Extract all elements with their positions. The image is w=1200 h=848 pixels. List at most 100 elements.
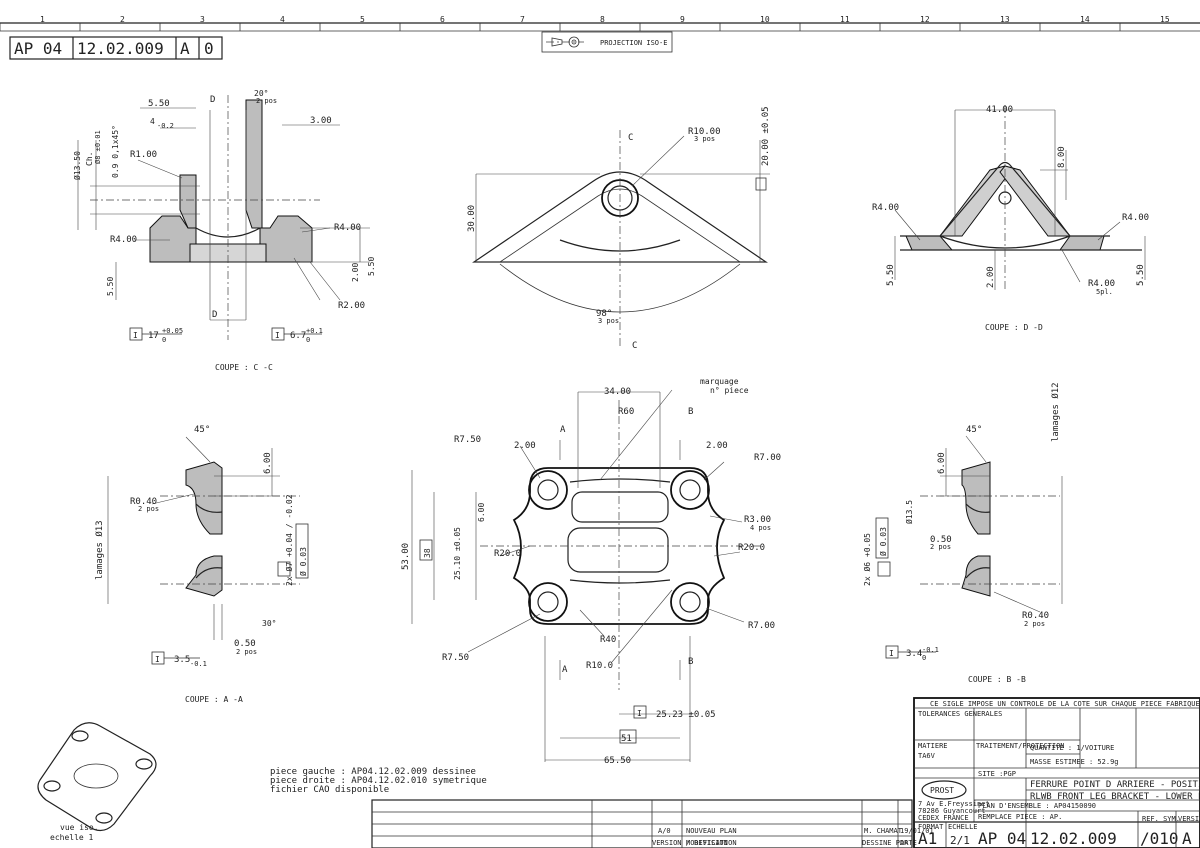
ruler-label: 5 xyxy=(360,15,365,24)
plan-view: 34.00 marquage n° piece R60 R7.50 2.00 2… xyxy=(401,377,781,766)
dim-dd-8: 5.50 xyxy=(1136,264,1146,286)
part-number: 12.02.009 xyxy=(1030,829,1117,848)
drawing-reference-box: AP 04 12.02.009 A 0 xyxy=(9,36,223,60)
dim-plan-10: R3.00 xyxy=(744,515,771,525)
dim-plan-0: 34.00 xyxy=(604,387,631,397)
dim-plan-19: R7.50 xyxy=(442,653,469,663)
dim-cc-16: 20° xyxy=(254,89,268,98)
iso-label-1: vue iso. xyxy=(60,823,99,832)
treatment-label: TRAITEMENT/PROTECTION xyxy=(976,742,1065,750)
dim-aa-4: lamages Ø13 xyxy=(94,520,105,580)
dim-cc-7: R1.00 xyxy=(130,150,157,160)
ruler-label: 3 xyxy=(200,15,205,24)
dim-plan-24: 25.23 ±0.05 xyxy=(656,710,716,720)
dim-aa-5: 2x Ø7 +0.04 / -0.02 xyxy=(284,494,294,586)
note-line-3: fichier CAO disponible xyxy=(270,785,389,795)
ruler-label: 11 xyxy=(840,15,850,24)
dim-bb-0: 45° xyxy=(966,425,982,435)
dim-dd-4: R4.00 xyxy=(1088,279,1115,289)
section-view-dd: 41.00 8.00 R4.00 R4.00 R4.00 5pl. 2.00 5… xyxy=(872,105,1149,332)
dim-bb-1: lamages Ø12 xyxy=(1050,382,1061,442)
note-line-2: piece droite : AP04.12.02.010 symetrique xyxy=(270,776,487,786)
dim-cc-9: R4.00 xyxy=(334,223,361,233)
sym-ref: /010 xyxy=(1140,829,1179,848)
dim-plan-20: R10.0 xyxy=(586,661,613,671)
section-view-bb: 45° lamages Ø12 6.00 Ø13.5 0.50 2 pos 2x… xyxy=(862,382,1063,684)
dim-dd-2: R4.00 xyxy=(872,203,899,213)
dim-cc-20: +0.05 xyxy=(162,327,183,335)
ruler-label: 10 xyxy=(760,15,770,24)
section-view-aa: 45° 6.00 R0.40 2 pos lamages Ø13 2x Ø7 +… xyxy=(94,425,309,704)
dim-plan-17: R20.0 xyxy=(738,543,765,553)
dim-plan-18: R40 xyxy=(600,635,616,645)
ref-index: 0 xyxy=(204,39,214,58)
dim-bb-12: 0 xyxy=(922,654,926,662)
dim-plan-7: A xyxy=(560,425,566,435)
dim-aa-3: 2 pos xyxy=(138,505,159,513)
scale-value: 2/1 xyxy=(950,834,970,847)
dim-bb-9: 2 pos xyxy=(1024,620,1045,628)
title-block: CE SIGLE IMPOSE UN CONTROLE DE LA COTE S… xyxy=(913,697,1200,848)
dim-top-7: C xyxy=(632,341,637,351)
dim-cc-14: D xyxy=(210,95,215,105)
version-value: A xyxy=(1182,829,1192,848)
iso-label-2: echelle 1 xyxy=(50,833,94,842)
svg-text:I: I xyxy=(275,331,280,340)
address-1: 7 Av E.Freyssinet xyxy=(918,800,990,808)
ruler-label: 15 xyxy=(1160,15,1170,24)
company-logo: PROST xyxy=(930,786,954,795)
dim-plan-16: R20.0 xyxy=(494,549,521,559)
view-cc-title: COUPE : C -C xyxy=(215,363,273,372)
replaces-ref: REMPLACE PIECE : AP. xyxy=(978,813,1062,821)
dim-top-1: 3 pos xyxy=(694,135,715,143)
revision-a-text: NOUVEAU PLAN xyxy=(686,827,737,835)
dim-cc-13: R2.00 xyxy=(338,301,365,311)
dim-bb-7: Ø 0.03 xyxy=(878,527,888,556)
mass: MASSE ESTIMEE : 52.9g xyxy=(1030,758,1119,766)
dim-plan-23: B xyxy=(688,657,693,667)
ruler-label: 14 xyxy=(1080,15,1090,24)
dim-bb-3: Ø13.5 xyxy=(904,500,914,524)
dim-aa-1: 6.00 xyxy=(263,452,273,474)
version-label: VERSION xyxy=(1178,815,1200,823)
dim-cc-10: 5.50 xyxy=(106,277,115,296)
dim-top-5: 3 pos xyxy=(598,317,619,325)
view-dd-title: COUPE : D -D xyxy=(985,323,1043,332)
dim-cc-21: 0 xyxy=(162,336,166,344)
dim-cc-17: 2 pos xyxy=(256,97,277,105)
section-view-cc: 5.50 4 -0.2 0.9 0,1x45° Ø8 ±0.01 Ch. Ø13… xyxy=(72,89,376,372)
part-prefix: AP 04 xyxy=(978,829,1026,848)
dim-aa-0: 45° xyxy=(194,425,210,435)
dim-cc-5: Ch. xyxy=(85,152,94,166)
dim-aa-10: 3.5 xyxy=(174,655,190,665)
ruler-label: 6 xyxy=(440,15,445,24)
warning-text: CE SIGLE IMPOSE UN CONTROLE DE LA COTE S… xyxy=(930,700,1200,708)
dim-cc-15: D xyxy=(212,310,217,320)
dim-plan-3: R60 xyxy=(618,407,634,417)
matiere-value: TA6V xyxy=(918,752,936,760)
dim-cc-0: 5.50 xyxy=(148,99,170,109)
note-line-1: piece gauche : AP04.12.02.009 dessinee xyxy=(270,767,476,777)
ruler-label: 9 xyxy=(680,15,685,24)
revision-a: A/0 xyxy=(658,827,671,835)
dim-cc-2: -0.2 xyxy=(157,122,174,130)
dim-cc-8: R4.00 xyxy=(110,235,137,245)
dim-top-2: 20.00 ±0.05 xyxy=(761,106,771,166)
ref-sym-label: REF. SYM. xyxy=(1142,815,1180,823)
svg-text:I: I xyxy=(133,331,138,340)
address-2: 78286 Guyancourt xyxy=(918,807,985,815)
dim-plan-1: marquage xyxy=(700,377,739,386)
quantity: QUANTITE : 1/VOITURE xyxy=(1030,744,1114,752)
view-bb-title: COUPE : B -B xyxy=(968,675,1026,684)
view-aa-title: COUPE : A -A xyxy=(185,695,243,704)
dim-aa-6: Ø 0.03 xyxy=(298,547,308,576)
svg-text:I: I xyxy=(637,709,642,718)
ruler-label: 13 xyxy=(1000,15,1010,24)
format-value: A1 xyxy=(918,829,937,848)
dim-plan-15: 25.10 ±0.05 xyxy=(453,527,462,580)
dim-plan-26: 65.50 xyxy=(604,756,631,766)
dim-plan-6: 2.00 xyxy=(706,441,728,451)
drawn-date: 19/01/01 xyxy=(900,827,934,835)
date-label: DATE xyxy=(900,839,917,847)
dim-cc-11: 2.00 xyxy=(351,263,360,282)
